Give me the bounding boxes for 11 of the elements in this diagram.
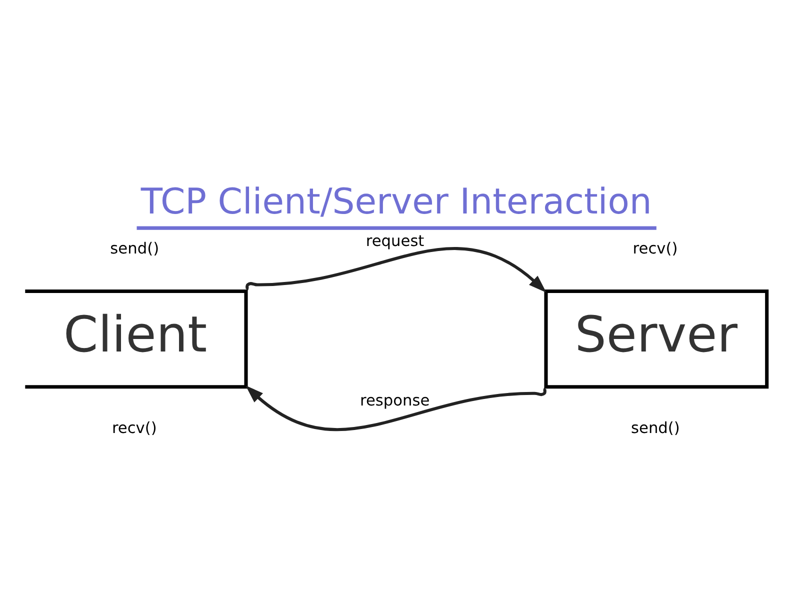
node-box: Server	[544, 289, 769, 389]
node-label: recv()	[112, 418, 157, 437]
node-text: Client	[64, 306, 208, 364]
edge-label: response	[360, 392, 430, 410]
arrow	[246, 385, 547, 432]
node-label: send()	[110, 239, 160, 258]
diagram-title: TCP Client/Server Interaction	[140, 181, 652, 222]
arrow	[245, 247, 546, 293]
node-label: send()	[631, 418, 680, 437]
node-label: recv()	[632, 239, 678, 258]
edge-label: request	[366, 232, 424, 250]
